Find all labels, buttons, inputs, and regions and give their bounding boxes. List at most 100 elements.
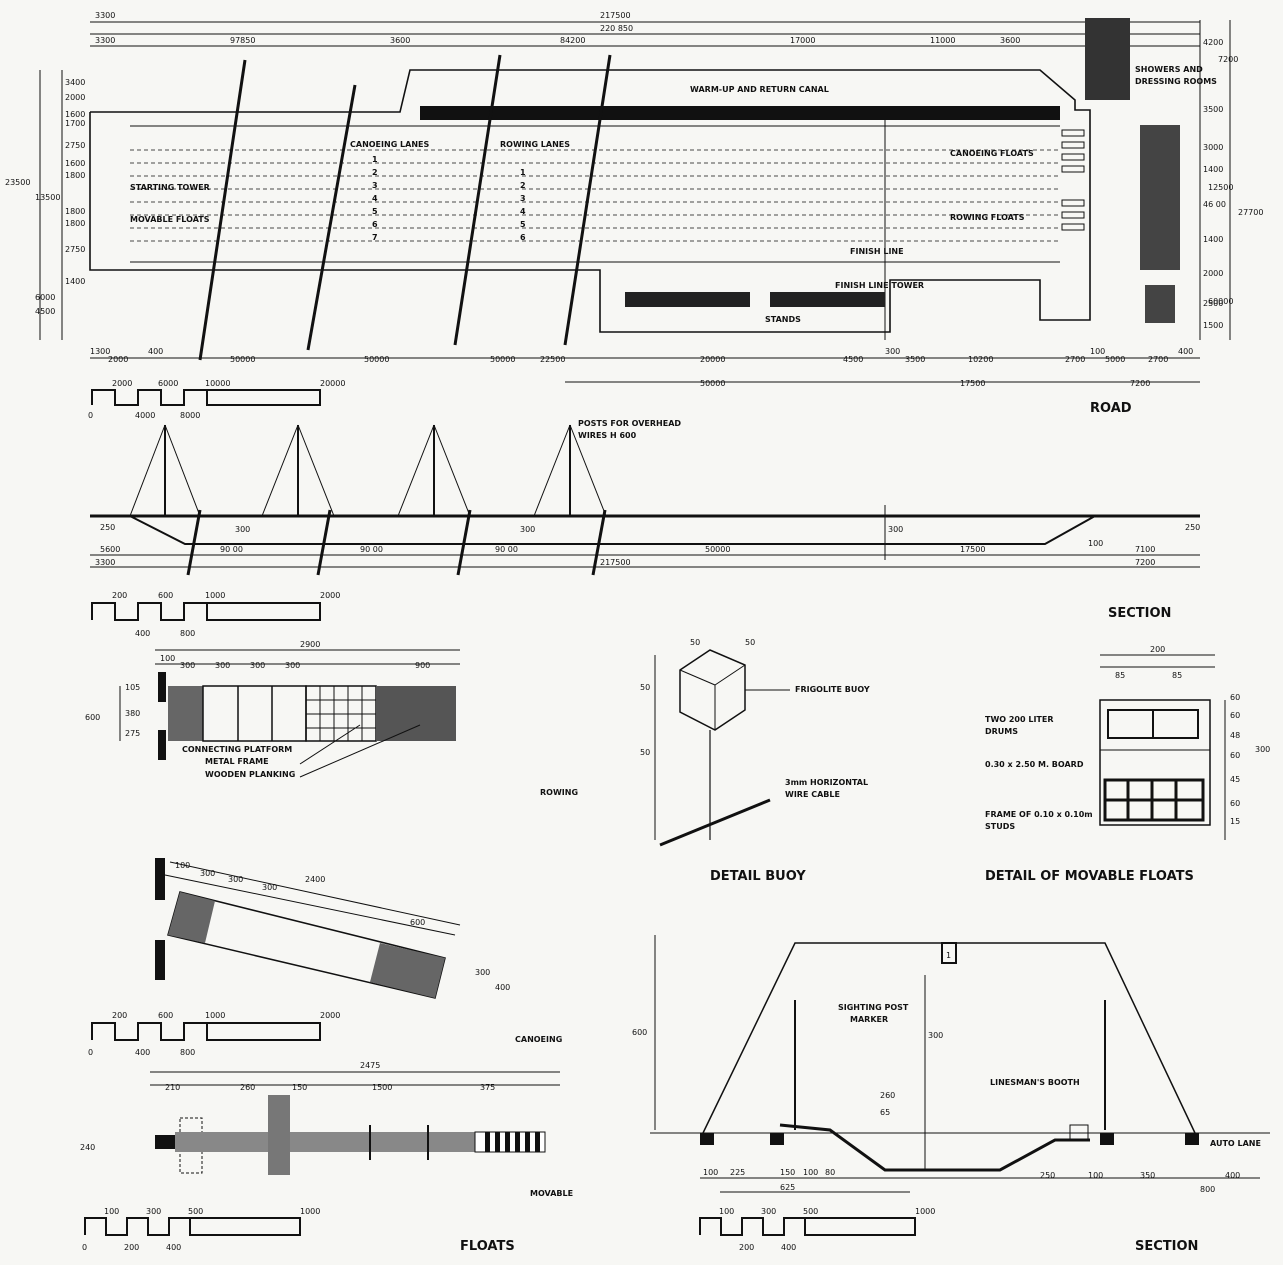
scale4-5: 500 [188,1207,203,1216]
s2-150: 150 [780,1168,795,1177]
row-lane-4: 4 [520,207,526,216]
scale1-6: 20000 [320,379,345,388]
scale2-1: 400 [135,629,150,638]
label-wire1: 3mm HORIZONTAL [785,778,868,787]
scale1-3: 6000 [158,379,178,388]
buoy-50a: 50 [640,683,650,692]
canoe-lane-3: 3 [372,181,378,190]
s2-225: 225 [730,1168,745,1177]
cf-300b: 300 [228,875,243,884]
left-total: 23500 [5,178,30,187]
label-drums2: DRUMS [985,727,1018,736]
scale4-6: 1000 [300,1207,320,1216]
label-stands: STANDS [765,315,801,324]
canoe-float-plan: 100 300 300 300 2400 600 300 400 [155,858,510,999]
rf-105: 105 [125,683,140,692]
pb-16: 400 [1178,347,1193,356]
scale1-2: 4000 [135,411,155,420]
rf-380: 380 [125,709,140,718]
right-total: 27700 [1238,208,1263,217]
long-section: POSTS FOR OVERHEAD WIRES H 600 250 250 3… [90,419,1200,621]
rf-300b: 300 [215,661,230,670]
label-dressing: DRESSING ROOMS [1135,77,1217,86]
dim-d6: 11000 [930,36,955,45]
buoy-50c: 50 [690,638,700,647]
scale3-1: 200 [112,1011,127,1020]
label-warmup: WARM-UP AND RETURN CANAL [690,85,829,94]
sec-dim-217500: 217500 [600,558,631,567]
label-finish-tower: FINISH LINE TOWER [835,281,924,290]
row-lane-3: 3 [520,194,526,203]
label-connecting: CONNECTING PLATFORM [182,745,292,754]
label-road: ROAD [1090,401,1132,416]
rf-275: 275 [125,729,140,738]
dim-d1: 3300 [95,36,115,45]
warmup-canal-bar [420,106,1060,120]
s2-400: 400 [1225,1171,1240,1180]
rf-2900: 2900 [300,640,320,649]
pb2-2: 7200 [1130,379,1150,388]
right-dim-5: 46 00 [1203,200,1226,209]
mf-85b: 85 [1172,671,1182,680]
dim-d3: 3600 [390,36,410,45]
rf-600: 600 [85,713,100,722]
label-floats: FLOATS [460,1239,515,1254]
left-dim-11: 2750 [65,245,85,254]
row-lane-5: 5 [520,220,526,229]
pb-6: 22500 [540,355,565,364]
rowing-float-plan: 2900 100 300 300 300 300 900 600 105 380… [85,640,578,797]
label-rowing-lanes: ROWING LANES [500,140,570,149]
rf-300a: 300 [180,661,195,670]
right-dim-3: 3000 [1203,143,1223,152]
scale2-5: 2000 [320,591,340,600]
rf-300d: 300 [285,661,300,670]
sec-dim-7100: 7100 [1135,545,1155,554]
label-linesman: LINESMAN'S BOOTH [990,1078,1080,1087]
buoy-50b: 50 [640,748,650,757]
label-rowing: ROWING [540,788,578,797]
label-rowing-floats: ROWING FLOATS [950,213,1025,222]
pb-3: 50000 [230,355,255,364]
left-dim-1: 2000 [65,93,85,102]
pb-15: 2700 [1148,355,1168,364]
right-dim-4: 1400 [1203,165,1223,174]
label-sighting1: SIGHTING POST [838,1003,909,1012]
s2-100: 100 [703,1168,718,1177]
sec-dim-50000: 50000 [705,545,730,554]
canoe-post-bottom [155,940,165,980]
label-movable: MOVABLE [530,1189,573,1198]
sec-dim-100: 100 [1088,539,1103,548]
label-sighting2: MARKER [850,1015,888,1024]
scale3-5: 1000 [205,1011,225,1020]
stand-left [625,292,750,307]
label-showers: SHOWERS AND [1135,65,1203,74]
label-finish-line: FINISH LINE [850,247,904,256]
pb-7: 20000 [700,355,725,364]
label-frigolite: FRIGOLITE BUOY [795,685,870,694]
cf-300a: 300 [200,869,215,878]
pb-11: 10200 [968,355,993,364]
fb-260: 260 [240,1083,255,1092]
dim-d5: 17000 [790,36,815,45]
canoe-lane-6: 6 [372,220,378,229]
cf-2400: 2400 [305,875,325,884]
canoe-post-top [155,858,165,900]
scale4-0: 0 [82,1243,87,1252]
fb-150: 150 [292,1083,307,1092]
row-lane-1: 1 [520,168,526,177]
pb-13: 100 [1090,347,1105,356]
label-detail-buoy: DETAIL BUOY [710,869,806,884]
s2-260: 260 [880,1091,895,1100]
top-dimension-chain: 217500 220 850 3300 97850 3600 84200 170… [90,11,1200,47]
mf-60c: 60 [1230,751,1240,760]
sec-dim-300a: 300 [235,525,250,534]
right-dim-7: 2000 [1203,269,1223,278]
scale3-3: 600 [158,1011,173,1020]
label-posts2: WIRES H 600 [578,431,637,440]
pb-0: 1300 [90,347,110,356]
fb-240: 240 [80,1143,95,1152]
left-dim-5: 1600 [65,159,85,168]
left-dim-0: 3400 [65,78,85,87]
scale5-4: 400 [781,1243,796,1252]
